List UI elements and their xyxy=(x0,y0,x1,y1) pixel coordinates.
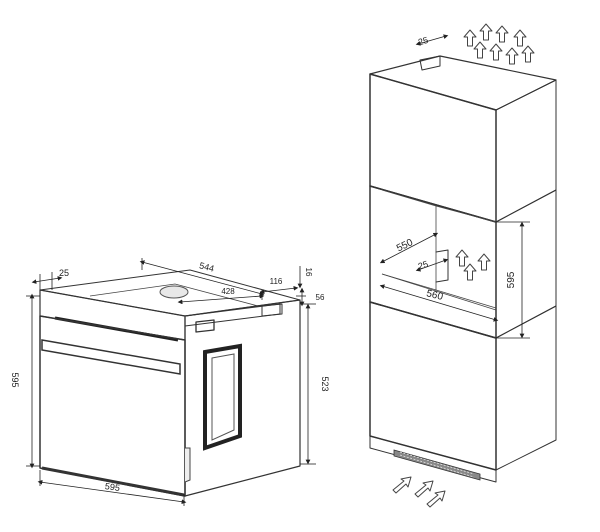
oven-panel-label: 25 xyxy=(59,268,69,278)
oven-height-label: 595 xyxy=(10,372,20,387)
airflow-up-arrow-icon xyxy=(513,29,527,47)
oven-control-panel xyxy=(39,289,186,341)
airflow-in-arrow-icon xyxy=(426,490,446,508)
oven-body-height-label: 523 xyxy=(320,376,330,391)
cabinet-dimensions: 25 550 25 560 595 xyxy=(379,34,530,339)
cabinet-niche xyxy=(369,185,497,339)
oven-depth-label: 544 xyxy=(198,260,215,273)
airflow-in-arrow-icon xyxy=(392,476,412,494)
cabinet-niche-depth-label: 550 xyxy=(395,237,415,254)
airflow-up-arrow-icon xyxy=(489,43,503,61)
airflow-up-arrow-icon xyxy=(463,263,477,281)
oven-side-116-label: 116 xyxy=(270,277,283,286)
cabinet-upper-door xyxy=(369,73,497,223)
airflow-up-arrow-icon xyxy=(479,23,493,41)
oven-inner-depth-label: 428 xyxy=(221,287,235,296)
cabinet-illustration xyxy=(369,55,557,483)
oven-dimensions: 595 595 25 544 428 116 16 56 523 xyxy=(10,258,330,506)
cabinet-vent-grille xyxy=(393,449,481,481)
airflow-up-arrow-icon xyxy=(455,249,469,267)
cabinet-top xyxy=(369,55,557,111)
cabinet-top-gap-label: 25 xyxy=(417,35,429,47)
oven-side-16-label: 16 xyxy=(304,268,313,277)
cabinet-lower-door xyxy=(369,301,497,471)
airflow-up-arrow-icon xyxy=(477,253,491,271)
oven-door-handle xyxy=(41,339,181,375)
oven-side-56-label: 56 xyxy=(316,293,325,302)
airflow-in-arrow-icon xyxy=(414,480,434,498)
cabinet-niche-gap-label: 25 xyxy=(417,259,430,272)
cabinet-niche-width-label: 560 xyxy=(425,288,444,303)
airflow-up-arrow-icon xyxy=(463,29,477,47)
airflow-up-arrow-icon xyxy=(473,41,487,59)
cabinet-niche-height-label: 595 xyxy=(506,271,517,288)
airflow-arrows-niche xyxy=(455,249,491,281)
airflow-up-arrow-icon xyxy=(505,47,519,65)
airflow-up-arrow-icon xyxy=(495,25,509,43)
oven-side-window xyxy=(203,343,242,451)
oven-width-label: 595 xyxy=(104,481,120,493)
oven-side-body xyxy=(184,299,301,497)
oven-illustration xyxy=(39,269,301,497)
oven-top-vent xyxy=(159,285,189,299)
airflow-up-arrow-icon xyxy=(521,45,535,63)
airflow-arrows-bottom xyxy=(392,476,446,508)
airflow-arrows-top xyxy=(463,23,535,65)
